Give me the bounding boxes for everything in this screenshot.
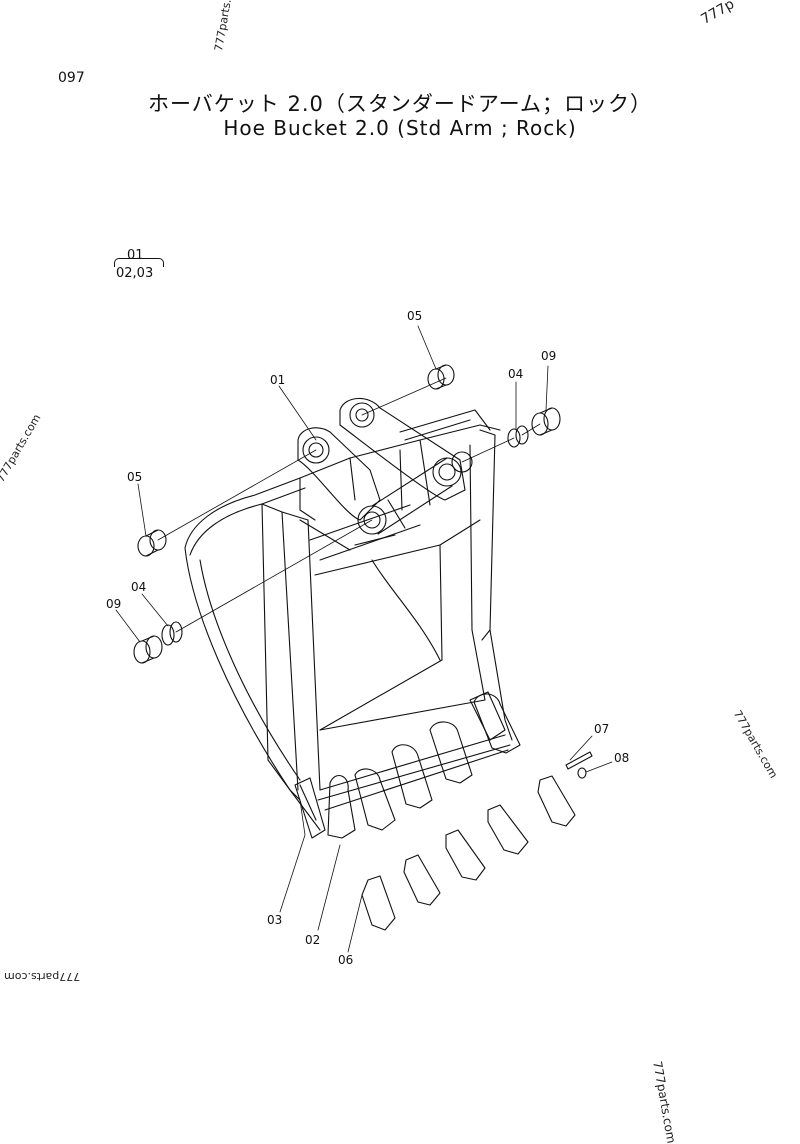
tooth-pin-07: [565, 751, 593, 770]
callout-09-left: 09: [106, 597, 121, 611]
bushing-09-right: [531, 407, 561, 436]
bushing-05-upper: [427, 364, 455, 390]
shim-04-right: [507, 425, 529, 448]
callout-02: 02: [305, 933, 320, 947]
callout-08: 08: [614, 751, 629, 765]
assembly-key-brace: [114, 258, 164, 267]
callout-05-lower: 05: [127, 470, 142, 484]
callout-09-right: 09: [541, 349, 556, 363]
assembly-key-children: 02,03: [116, 266, 154, 281]
bushing-05-lower: [137, 529, 167, 557]
callout-04-left: 04: [131, 580, 146, 594]
lock-08: [577, 767, 587, 779]
callout-03: 03: [267, 913, 282, 927]
bushing-09-left: [133, 635, 163, 664]
loose-teeth: [361, 775, 576, 931]
page-number: 097: [58, 70, 85, 86]
tooth-adapters: [327, 693, 521, 839]
leader-lines: [115, 325, 613, 953]
shim-04-left: [161, 621, 183, 646]
callout-05-upper: 05: [407, 309, 422, 323]
title-english: Hoe Bucket 2.0 (Std Arm ; Rock): [223, 116, 577, 140]
assembly-key-parent: 01: [127, 248, 144, 263]
bucket-body: [184, 424, 513, 839]
callout-07: 07: [594, 722, 609, 736]
mounting-brackets: [297, 397, 491, 535]
callout-labels: 01 05 04 09 05 04 09 03 02 06 07 08: [106, 309, 629, 967]
pin-axis-lines: [157, 377, 541, 633]
title-japanese: ホーバケット 2.0（スタンダードアーム；ロック）: [148, 92, 652, 116]
callout-01: 01: [270, 373, 285, 387]
callout-04-right: 04: [508, 367, 523, 381]
callout-06: 06: [338, 953, 353, 967]
